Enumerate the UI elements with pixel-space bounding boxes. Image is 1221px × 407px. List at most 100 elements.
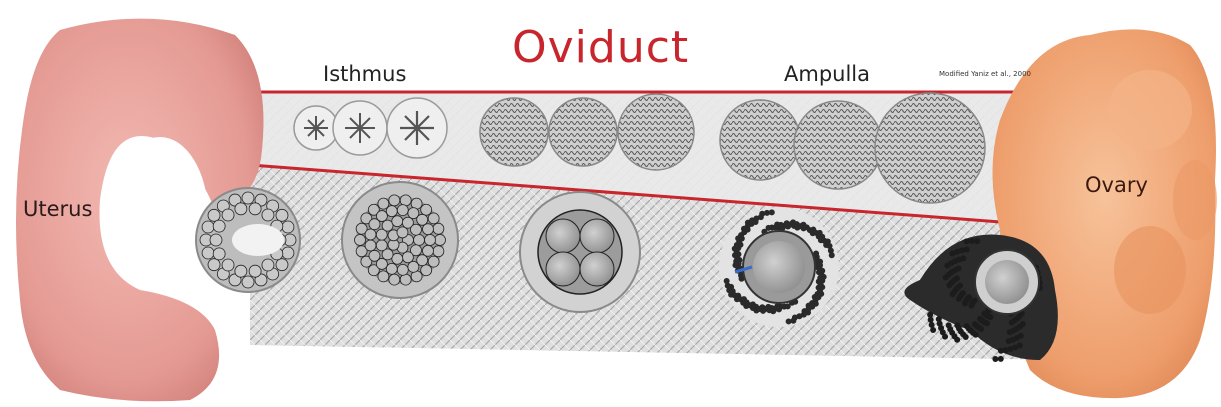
blastomere: [262, 259, 274, 271]
cumulus-cell: [968, 303, 974, 309]
blastomere: [400, 195, 411, 206]
blastomere: [376, 211, 387, 222]
cumulus-cell: [784, 220, 790, 226]
blastomere: [222, 209, 234, 221]
blastomere: [433, 223, 444, 234]
diagram-title: Oviduct: [512, 22, 689, 73]
blastomere: [400, 274, 411, 285]
blastomere: [414, 235, 425, 246]
cumulus-cell: [825, 239, 831, 245]
cumulus-cell: [992, 356, 998, 362]
cumulus-cell: [821, 274, 827, 280]
credit-text: Modified Yaniz et al., 2000: [939, 70, 1031, 78]
blastomere: [392, 253, 403, 264]
blastomere: [386, 263, 397, 274]
blastomere: [355, 235, 366, 246]
cumulus-cell: [741, 226, 747, 232]
blastomere: [276, 209, 288, 221]
blastomere: [421, 265, 432, 276]
blastomere: [276, 259, 288, 271]
blastomere: [213, 220, 225, 232]
blastomere: [242, 192, 254, 204]
blastomere: [402, 252, 413, 263]
cumulus-cell: [790, 219, 796, 225]
blastomere: [369, 250, 380, 261]
blastomere: [397, 264, 408, 275]
cross-section: [720, 100, 800, 180]
cross-section: [549, 98, 617, 166]
cross-section: [794, 101, 882, 189]
cumulus-cell: [962, 301, 968, 307]
cumulus-cell: [732, 262, 738, 268]
blastomere: [210, 234, 222, 246]
blastomere: [208, 259, 220, 271]
label-ovary: Ovary: [1085, 173, 1148, 197]
blastomere: [435, 235, 446, 246]
blastomere: [222, 259, 234, 271]
cumulus-cell: [942, 334, 948, 340]
cumulus-cell: [950, 291, 956, 297]
cumulus-cell: [817, 259, 823, 265]
blastomere: [425, 235, 436, 246]
label-ampulla: Ampulla: [784, 62, 870, 86]
cumulus-cell: [818, 291, 824, 297]
cumulus-cell: [759, 211, 765, 217]
cumulus-cell: [734, 296, 740, 302]
label-uterus: Uterus: [23, 197, 92, 221]
cumulus-cell: [770, 308, 776, 314]
cumulus-cell: [732, 246, 738, 252]
ovary-follicle: [1108, 70, 1192, 150]
cumulus-cell: [1018, 333, 1024, 339]
cumulus-cell: [1017, 342, 1023, 348]
cross-section: [480, 98, 548, 166]
embryo-morula-compact: [342, 182, 458, 298]
cumulus-cell: [790, 318, 796, 324]
cumulus-cell: [930, 327, 936, 333]
cumulus-cell: [817, 230, 823, 236]
embryo-4-cell: [520, 192, 640, 312]
cumulus-cell: [969, 238, 975, 244]
cumulus-cell: [774, 222, 780, 228]
blastomere: [410, 224, 421, 235]
blastomere: [389, 195, 400, 206]
blastomere: [428, 256, 439, 267]
cumulus-cell: [800, 222, 806, 228]
cumulus-cell: [819, 268, 825, 274]
cumulus-cell: [810, 227, 816, 233]
cross-section: [875, 93, 985, 203]
cumulus-cell: [954, 337, 960, 343]
blastomere: [422, 224, 433, 235]
blastomere: [397, 205, 408, 216]
blastomere: [386, 206, 397, 217]
blastomere: [202, 247, 214, 259]
cumulus-cell: [743, 303, 749, 309]
cumulus-cell: [928, 317, 934, 323]
blastomere: [365, 240, 376, 251]
uterus-lumen: [112, 137, 208, 293]
cumulus-cell: [944, 262, 950, 268]
blastomere: [242, 276, 254, 288]
blastomere: [421, 204, 432, 215]
blastomere: [382, 220, 393, 231]
cross-section: [618, 94, 694, 170]
cumulus-cell: [813, 301, 819, 307]
cumulus-cell: [927, 312, 933, 318]
cumulus-cell: [753, 307, 759, 313]
isthmus-cross-sections: [294, 98, 447, 158]
blastomere: [249, 203, 261, 215]
cumulus-cell: [735, 235, 741, 241]
cumulus-cell: [987, 314, 993, 320]
ovary-follicle: [1173, 160, 1217, 240]
cumulus-cell: [956, 296, 962, 302]
cumulus-cell: [984, 320, 990, 326]
cumulus-cell: [760, 308, 766, 314]
blastomere: [282, 247, 294, 259]
oocyte-with-corona: [719, 207, 839, 327]
cumulus-cell: [978, 326, 984, 332]
cumulus-cell: [943, 274, 949, 280]
cumulus-cell: [963, 334, 969, 340]
cumulus-cell: [766, 225, 772, 231]
blastomere: [397, 227, 408, 238]
cross-section-folds: [400, 111, 434, 145]
cumulus-cell: [785, 303, 791, 309]
